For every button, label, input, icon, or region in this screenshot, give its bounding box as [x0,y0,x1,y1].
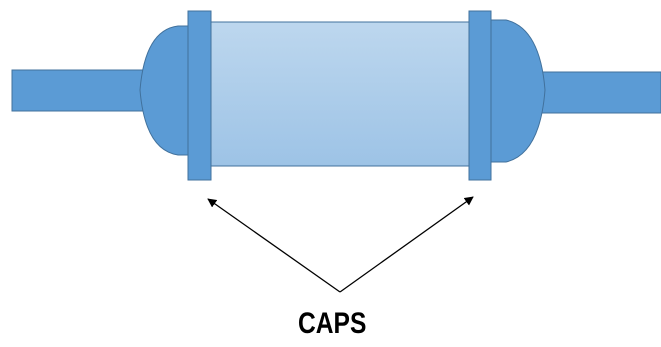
right-end-dome [487,19,546,163]
left-cap [187,10,212,181]
arrow-to-right-cap [339,196,474,293]
left-pipe [11,69,147,112]
caps-label: CAPS [298,307,367,340]
right-cap [468,10,492,181]
arrow-to-left-cap [207,198,341,293]
left-end-dome [139,25,191,156]
filter-body [206,21,470,167]
right-pipe [535,71,661,114]
